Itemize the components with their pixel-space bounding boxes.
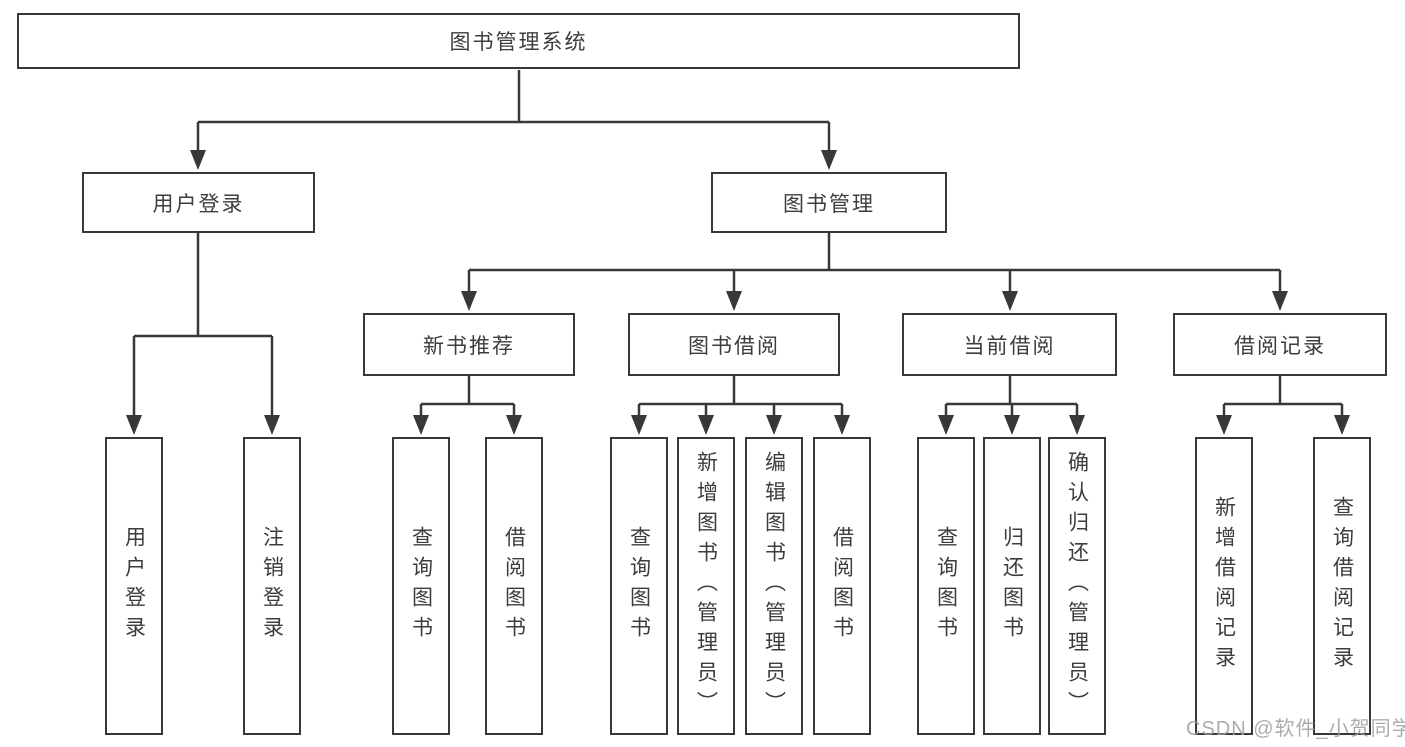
leaf-query-borrow-record: 查询借阅记录	[1313, 437, 1371, 735]
node-label: 用户登录	[152, 192, 245, 216]
node-root-label: 图书管理系统	[449, 31, 588, 54]
leaf-query-books: 查询图书	[392, 437, 450, 735]
node-current-borrow: 当前借阅	[902, 313, 1117, 376]
leaf-label: 新增借阅记录	[1212, 496, 1236, 676]
leaf-add-books-admin: 新增图书（管理员）	[677, 437, 735, 735]
leaf-label: 归还图书	[1000, 526, 1024, 646]
node-label: 借阅记录	[1234, 334, 1326, 358]
arrowheads	[126, 150, 1350, 435]
leaf-edit-books-admin: 编辑图书（管理员）	[745, 437, 803, 735]
node-label: 图书借阅	[688, 334, 780, 358]
leaf-label: 查询借阅记录	[1330, 496, 1354, 676]
node-label: 图书管理	[783, 192, 875, 216]
leaf-label: 查询图书	[627, 526, 651, 646]
leaf-user-login: 用户登录	[105, 437, 163, 735]
leaf-return-books: 归还图书	[983, 437, 1041, 735]
leaf-logout: 注销登录	[243, 437, 301, 735]
leaf-label: 确认归还（管理员）	[1065, 451, 1089, 721]
leaf-label: 查询图书	[934, 526, 958, 646]
leaf-label: 编辑图书（管理员）	[762, 451, 786, 721]
leaf-label: 借阅图书	[830, 526, 854, 646]
node-root: 图书管理系统	[17, 13, 1020, 69]
leaf-label: 借阅图书	[502, 526, 526, 646]
leaf-add-borrow-record: 新增借阅记录	[1195, 437, 1253, 735]
leaf-borrow-books: 借阅图书	[485, 437, 543, 735]
node-label: 新书推荐	[423, 334, 515, 358]
leaf-borrow-books: 借阅图书	[813, 437, 871, 735]
leaf-label: 用户登录	[122, 526, 146, 646]
node-user-login: 用户登录	[82, 172, 315, 233]
leaf-label: 查询图书	[409, 526, 433, 646]
node-book-borrow: 图书借阅	[628, 313, 840, 376]
node-borrow-records: 借阅记录	[1173, 313, 1387, 376]
leaf-query-books: 查询图书	[610, 437, 668, 735]
leaf-confirm-return-admin: 确认归还（管理员）	[1048, 437, 1106, 735]
node-new-book-recommend: 新书推荐	[363, 313, 575, 376]
node-book-management: 图书管理	[711, 172, 947, 233]
leaf-label: 注销登录	[260, 526, 284, 646]
leaf-label: 新增图书（管理员）	[694, 451, 718, 721]
leaf-query-books: 查询图书	[917, 437, 975, 735]
node-label: 当前借阅	[963, 334, 1056, 358]
